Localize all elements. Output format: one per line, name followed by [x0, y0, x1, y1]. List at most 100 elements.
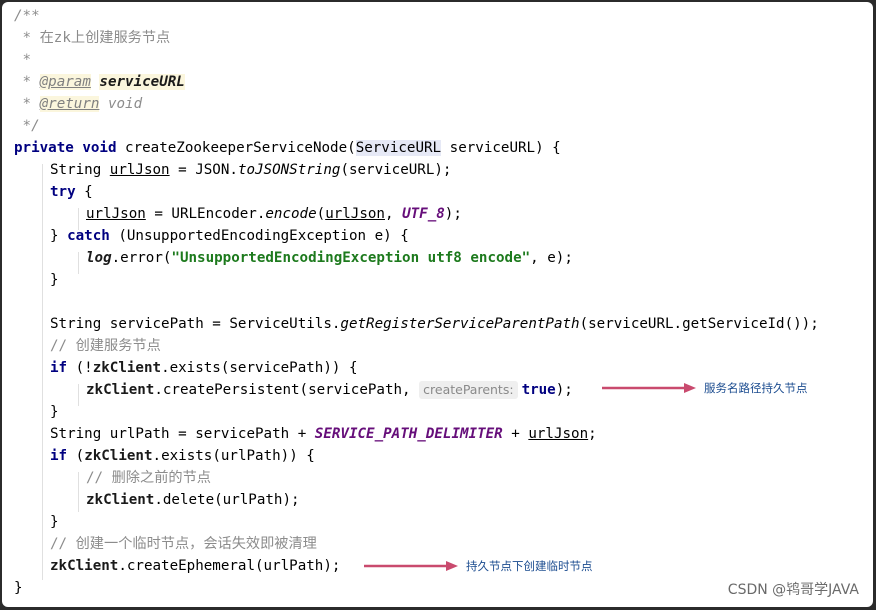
code-line: // 创建一个临时节点，会话失效即被清理 — [50, 533, 317, 555]
code-text: } — [50, 514, 59, 530]
javadoc-tag: @param — [39, 74, 91, 90]
keyword: void — [82, 140, 117, 156]
code-text: } — [14, 580, 23, 596]
annotation-label: 持久节点下创建临时节点 — [466, 559, 593, 573]
comment: // 删除之前的节点 — [86, 470, 211, 486]
comment: // 创建服务节点 — [50, 338, 161, 354]
keyword: true — [521, 382, 556, 398]
code-line: urlJson = URLEncoder.encode(urlJson, UTF… — [86, 203, 462, 225]
code-line: /** — [14, 5, 40, 27]
string-literal: "UnsupportedEncodingException utf8 encod… — [171, 250, 531, 266]
code-text: ); — [555, 382, 573, 398]
code-line: } catch (UnsupportedEncodingException e)… — [50, 225, 409, 247]
code-text: } — [50, 404, 59, 420]
watermark: CSDN @鸨哥学JAVA — [727, 582, 859, 598]
comment: * — [14, 96, 40, 112]
annotation-label: 服务名路径持久节点 — [704, 381, 808, 395]
indent-guide — [78, 472, 79, 512]
code-line: String servicePath = ServiceUtils.getReg… — [50, 313, 819, 335]
code-line: zkClient.delete(urlPath); — [86, 489, 300, 511]
comment: * — [14, 52, 32, 68]
code-line: * @param serviceURL — [14, 71, 185, 93]
field: zkClient — [50, 558, 119, 574]
code-line: */ — [14, 115, 40, 137]
code-text: .error( — [111, 250, 172, 266]
code-line: // 创建服务节点 — [50, 335, 161, 357]
arrow-right-icon — [602, 383, 696, 393]
static-method: toJSONString — [237, 162, 341, 178]
annotation-ephemeral: 持久节点下创建临时节点 — [364, 558, 593, 574]
variable: urlJson — [109, 162, 170, 178]
field: zkClient — [86, 492, 155, 508]
comment: * 在zk上创建服务节点 — [14, 30, 171, 46]
indent-guide — [42, 164, 43, 580]
code-line: String urlPath = servicePath + SERVICE_P… — [50, 423, 597, 445]
code-text: ; — [588, 426, 597, 442]
static-method: encode — [265, 206, 317, 222]
code-line: * — [14, 49, 32, 71]
keyword: if — [50, 360, 68, 376]
variable: urlJson — [325, 206, 385, 222]
code-line: * 在zk上创建服务节点 — [14, 27, 171, 49]
code-line: // 删除之前的节点 — [86, 467, 211, 489]
code-text: ( — [67, 448, 85, 464]
code-line: log.error("UnsupportedEncodingException … — [86, 247, 573, 269]
code-text: , — [384, 206, 403, 222]
type-name: ServiceURL — [355, 140, 442, 156]
code-line: } — [50, 401, 59, 423]
code-text: = URLEncoder. — [145, 206, 266, 222]
field: zkClient — [84, 448, 153, 464]
keyword: private — [14, 140, 74, 156]
code-text: , e); — [530, 250, 573, 266]
variable: urlJson — [86, 206, 146, 222]
code-text: (serviceURL.getServiceId()); — [579, 316, 819, 332]
method-signature: createZookeeperServiceNode( — [116, 140, 356, 156]
keyword: if — [50, 448, 68, 464]
code-text: } — [50, 272, 59, 288]
field: zkClient — [86, 382, 155, 398]
annotation-persistent: 服务名路径持久节点 — [602, 380, 808, 396]
code-line: * @return void — [14, 93, 142, 115]
static-method: getRegisterServiceParentPath — [340, 316, 580, 332]
code-text: ); — [444, 206, 462, 222]
variable: urlJson — [528, 426, 589, 442]
indent-guide — [78, 208, 79, 230]
code-text: String servicePath = ServiceUtils. — [50, 316, 341, 332]
code-line: zkClient.createPersistent(servicePath, c… — [86, 379, 573, 401]
code-text: (serviceURL); — [340, 162, 452, 178]
code-text: + — [502, 426, 529, 442]
field: log — [86, 250, 112, 266]
code-line: if (!zkClient.exists(servicePath)) { — [50, 357, 358, 379]
code-text: .createPersistent(servicePath, — [154, 382, 420, 398]
javadoc-param: serviceURL — [99, 74, 185, 90]
code-text: String urlPath = servicePath + — [50, 426, 315, 442]
code-line: } — [14, 577, 23, 599]
indent-guide — [78, 252, 79, 274]
code-line: try { — [50, 181, 93, 203]
comment: * — [14, 74, 40, 90]
code-text: = JSON. — [169, 162, 238, 178]
code-line: String urlJson = JSON.toJSONString(servi… — [50, 159, 451, 181]
field: zkClient — [92, 360, 162, 376]
code-text: { — [75, 184, 93, 200]
javadoc-tag: @return — [39, 96, 100, 112]
keyword: try — [50, 184, 76, 200]
code-text: String — [50, 162, 110, 178]
code-text: .createEphemeral(urlPath); — [118, 558, 341, 574]
comment: /** — [14, 8, 40, 24]
parameter-hint: createParents: — [419, 381, 518, 399]
code-text: (! — [67, 360, 93, 376]
code-line: zkClient.createEphemeral(urlPath); — [50, 555, 340, 577]
code-text: .delete(urlPath); — [154, 492, 300, 508]
comment: */ — [14, 118, 40, 134]
code-text: .exists(urlPath)) { — [152, 448, 315, 464]
keyword: catch — [67, 228, 110, 244]
code-line: if (zkClient.exists(urlPath)) { — [50, 445, 315, 467]
javadoc-return: void — [99, 96, 143, 112]
constant: SERVICE_PATH_DELIMITER — [314, 426, 503, 442]
method-signature: serviceURL) { — [441, 140, 561, 156]
code-line: } — [50, 269, 59, 291]
arrow-right-icon — [364, 561, 458, 571]
constant: UTF_8 — [402, 206, 445, 222]
